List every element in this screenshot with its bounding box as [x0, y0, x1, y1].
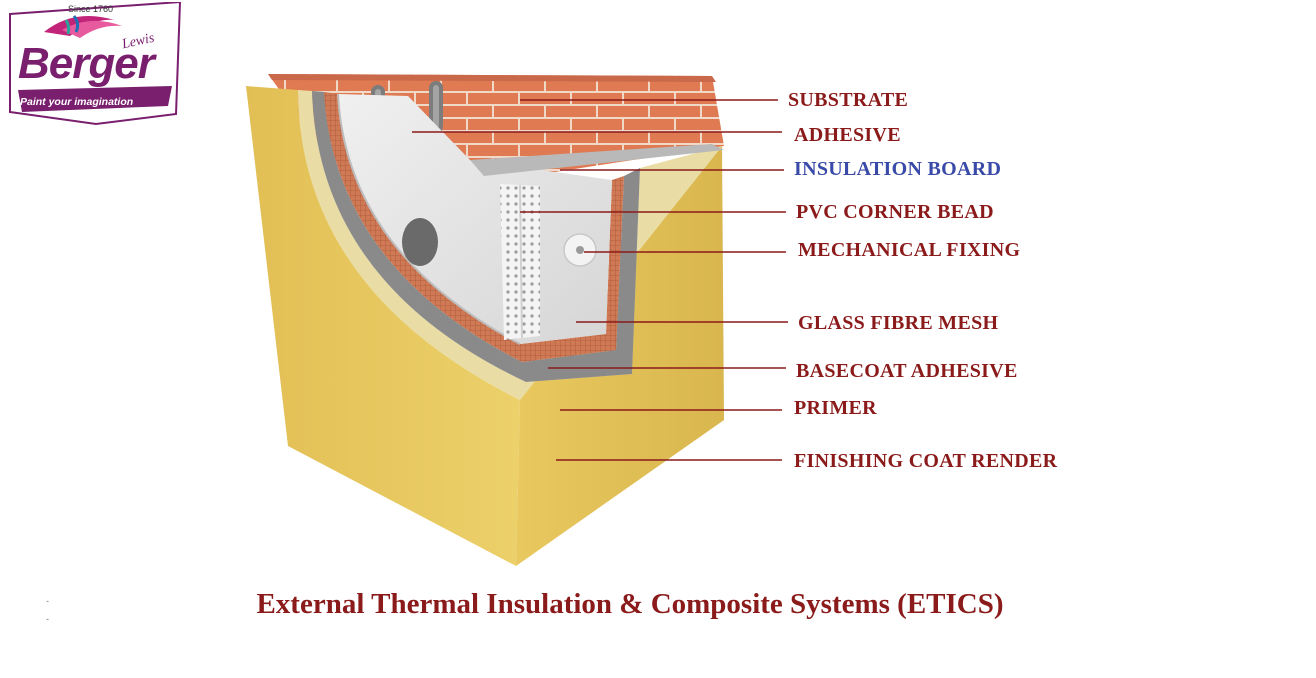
diagram-caption: External Thermal Insulation & Composite … — [256, 588, 1004, 620]
berger-logo: Since 1760 Berger Lewis Paint your imagi… — [4, 2, 184, 126]
label-substrate: SUBSTRATE — [788, 89, 909, 111]
insulation-board — [338, 94, 612, 344]
pvc-corner-bead — [500, 184, 540, 340]
label-adhesive: ADHESIVE — [794, 124, 901, 146]
label-pvc-corner-bead: PVC CORNER BEAD — [796, 201, 994, 223]
label-primer: PRIMER — [794, 397, 877, 419]
label-mechanical-fixing: MECHANICAL FIXING — [798, 239, 1021, 261]
logo-tagline: Paint your imagination — [20, 96, 134, 108]
label-glass-fibre-mesh: GLASS FIBRE MESH — [798, 312, 999, 334]
label-insulation-board: INSULATION BOARD — [794, 158, 1002, 180]
label-finishing-coat-render: FINISHING COAT RENDER — [794, 450, 1058, 472]
label-basecoat-adhesive: BASECOAT ADHESIVE — [796, 360, 1018, 382]
basecoat-layer — [312, 91, 640, 382]
logo-wordmark: Berger — [18, 39, 155, 88]
margin-mark: - — [46, 596, 49, 606]
leader-lines — [412, 99, 788, 461]
margin-mark: - — [46, 614, 49, 624]
finishing-render-front — [246, 86, 520, 566]
logo-since: Since 1760 — [68, 4, 114, 14]
top-edge-strip — [470, 144, 724, 176]
mechanical-fixing — [402, 218, 597, 267]
